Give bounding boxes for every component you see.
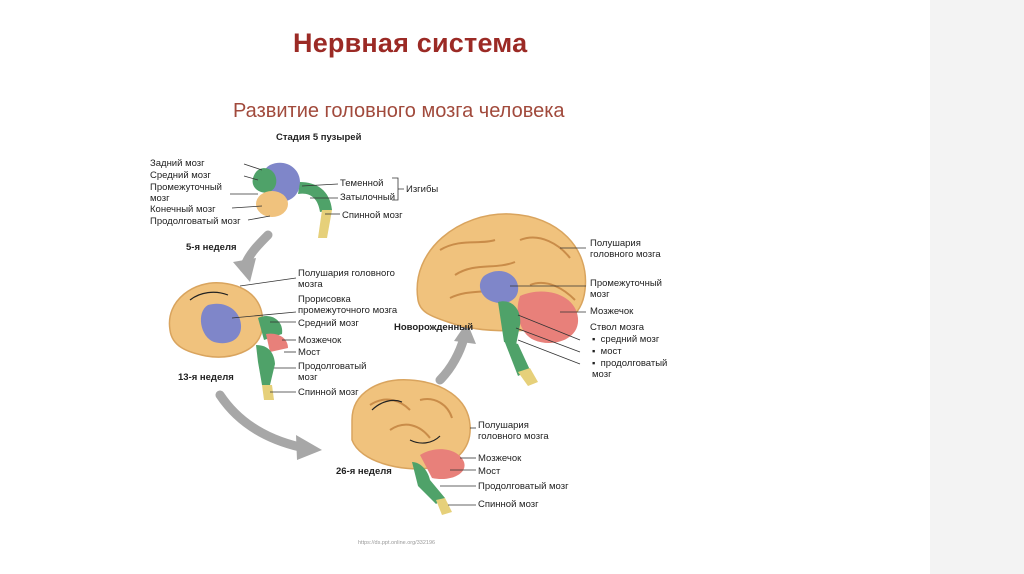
stage5-heading: Стадия 5 пузырей [276, 132, 362, 143]
week26-label-pons: Мост [478, 466, 501, 477]
stage5-label-spinal-cord: Спинной мозг [342, 210, 403, 221]
stage5-label-diencephalon: Промежуточный мозг [150, 182, 222, 204]
stage5-label-medulla: Продолговатый мозг [150, 216, 241, 227]
newborn-label-diencephalon: Промежуточный мозг [590, 278, 662, 300]
newborn-label-brainstem: Ствол мозга [590, 322, 645, 333]
stage5-label-parietal: Теменной [340, 178, 384, 189]
week13-label-spinal-cord: Спинной мозг [298, 387, 359, 398]
week26-week: 26-я неделя [336, 466, 392, 477]
week26-label-hemispheres: Полушария головного мозга [478, 420, 549, 442]
arrow-13-to-26 [215, 390, 322, 460]
diagram-title: Развитие головного мозга человека [233, 100, 565, 122]
newborn-stem-item-midbrain: ▪ средний мозг [592, 334, 660, 345]
newborn-label-hemispheres: Полушария головного мозга [590, 238, 661, 260]
stage5-label-hindbrain: Задний мозг [150, 158, 205, 169]
rotation-arrows [189, 291, 441, 444]
week26-label-medulla: Продолговатый мозг [478, 481, 569, 492]
slide-side-strip [930, 0, 1024, 574]
slide-title: Нервная система [293, 28, 528, 58]
brain-week-13 [168, 282, 288, 400]
brain-newborn [416, 213, 587, 386]
stage5-label-midbrain: Средний мозг [150, 170, 211, 181]
week13-label-cerebellum: Мозжечок [298, 335, 342, 346]
brain-stage-5-vesicles [252, 162, 332, 238]
newborn-stem-item-pons: ▪ мост [592, 346, 622, 357]
newborn-stem-item-medulla: ▪ продолговатый мозг [592, 358, 668, 380]
week13-label-hemispheres: Полушария головного мозга [298, 268, 395, 290]
stage5-label-telencephalon: Конечный мозг [150, 204, 216, 215]
week13-week: 13-я неделя [178, 372, 234, 383]
arrow-5-to-13 [233, 230, 273, 282]
week26-label-cerebellum: Мозжечок [478, 453, 522, 464]
newborn-label-cerebellum: Мозжечок [590, 306, 634, 317]
stage5-week: 5-я неделя [186, 242, 237, 253]
week13-label-midbrain: Средний мозг [298, 318, 359, 329]
brain-week-26 [351, 379, 471, 515]
stage5-label-occipital: Затылочный [340, 192, 396, 203]
week13-label-diencephalon-outline: Прорисовка промежуточного мозга [298, 294, 398, 316]
bends-bracket [392, 177, 404, 201]
stage5-label-bends: Изгибы [406, 184, 439, 195]
pointer-lines [230, 163, 586, 506]
week13-label-pons: Мост [298, 347, 321, 358]
arrow-26-to-newborn [435, 322, 476, 385]
week26-label-spinal-cord: Спинной мозг [478, 499, 539, 510]
newborn-week: Новорожденный [394, 322, 474, 333]
source-url: https://ds.ppt.online.org/332196 [358, 540, 436, 546]
week13-label-medulla: Продолговатый мозг [298, 361, 367, 383]
